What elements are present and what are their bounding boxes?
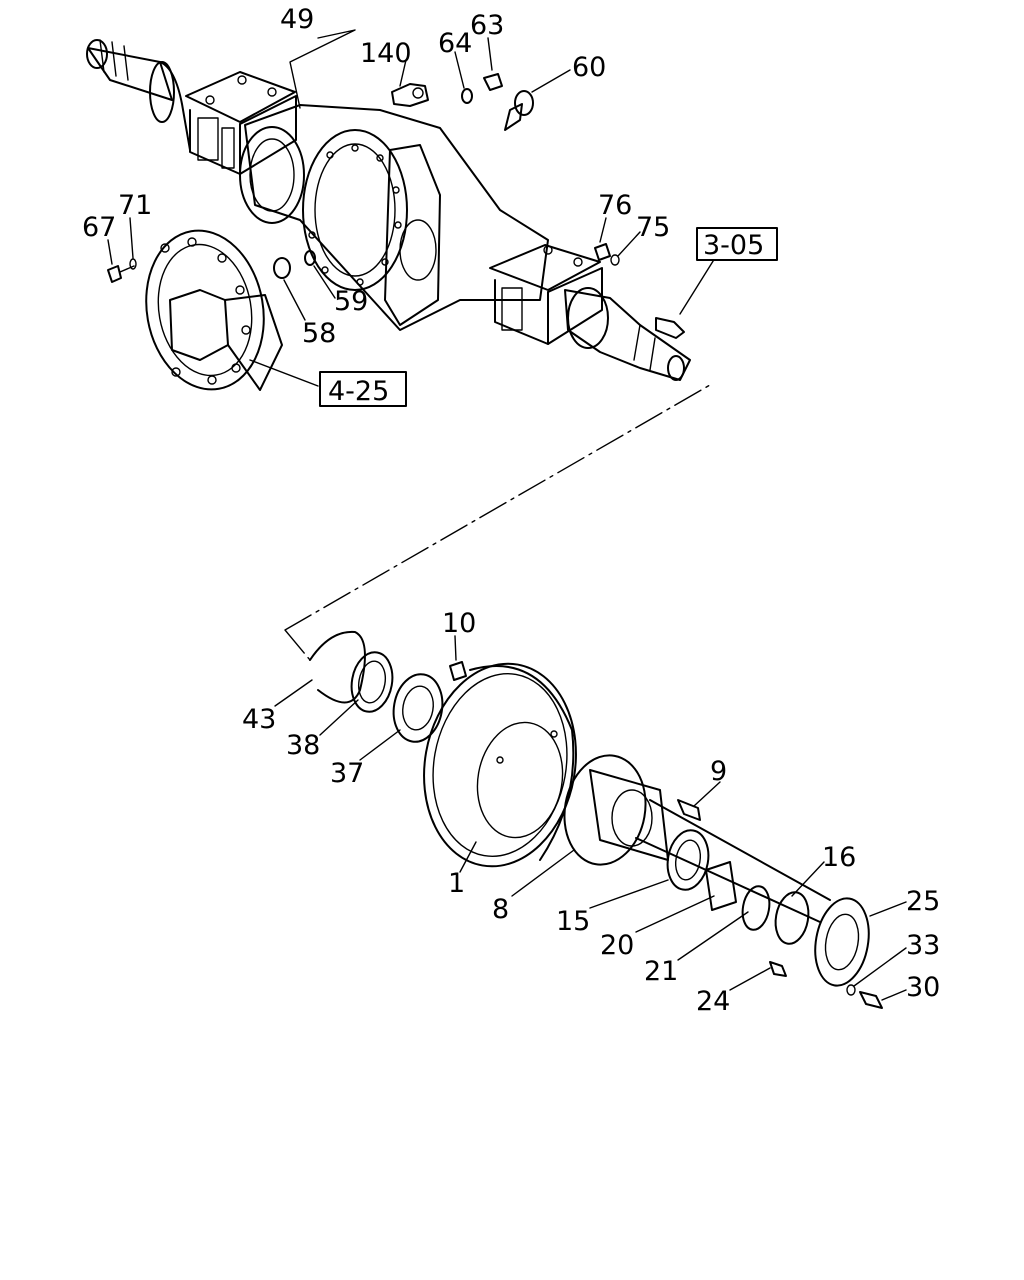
callout-75: 75 [636,212,670,243]
callout-63: 63 [470,10,504,41]
reference-4-25-label: 4-25 [328,376,389,407]
callout-20: 20 [600,930,634,961]
reference-3-05-label: 3-05 [703,230,764,261]
callout-30: 30 [906,972,940,1003]
callout-24: 24 [696,986,730,1017]
assembly-connector-line [284,384,711,661]
callout-67: 67 [82,212,116,243]
callout-38: 38 [286,730,320,761]
callout-43: 43 [242,704,276,735]
callout-8: 8 [492,894,509,925]
callout-59: 59 [334,286,368,317]
differential-carrier-cover [145,229,283,391]
callout-10: 10 [442,608,476,639]
callout-16: 16 [822,842,856,873]
callout-49: 49 [280,4,314,35]
callout-60: 60 [572,52,606,83]
reference-3-05: 3-05 [696,227,778,261]
axle-housing [86,39,691,381]
callout-21: 21 [644,956,678,987]
upper-small-parts [107,73,685,339]
callout-76: 76 [598,190,632,221]
callout-64: 64 [438,28,472,59]
callout-15: 15 [556,906,590,937]
callout-1: 1 [448,868,465,899]
callout-33: 33 [906,930,940,961]
callout-58: 58 [302,318,336,349]
callout-71: 71 [118,190,152,221]
callout-140: 140 [360,38,412,69]
callout-labels: 49 140 64 63 60 71 67 76 75 58 59 10 43 … [82,4,940,1017]
callout-9: 9 [710,756,727,787]
leader-lines [107,29,907,1001]
reference-4-25: 4-25 [319,371,407,407]
callout-25: 25 [906,886,940,917]
hub-drum-assembly [309,630,883,1009]
callout-37: 37 [330,758,364,789]
